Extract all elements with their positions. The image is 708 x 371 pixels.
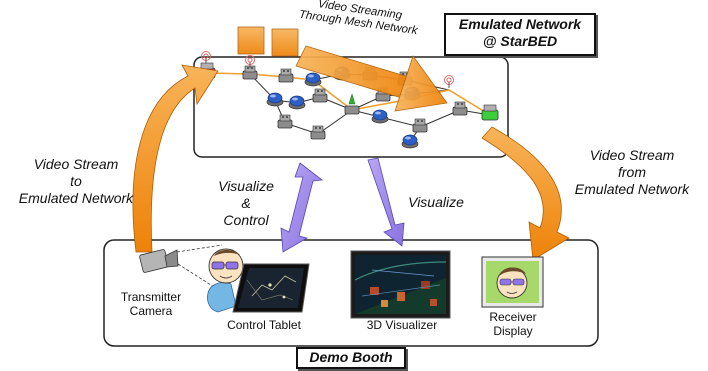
receiver-label: Receiver Display [476,310,550,338]
transmitter-label: Transmitter Camera [111,290,191,318]
network-title-line2: @ StarBED [482,33,558,49]
visualize-control-label: Visualize & Control [206,178,286,229]
video-from-line3: Emulated Network [574,181,690,197]
video-to-line3: Emulated Network [18,190,134,206]
video-to-line1: Video Stream [33,156,119,172]
streaming-arrow [237,26,448,112]
visualize-control-line1: Visualize [218,178,274,194]
visualize-control-arrow [280,162,324,253]
network-title-line1: Emulated Network [458,16,582,32]
video-from-line1: Video Stream [589,147,675,163]
visualize-control-line2: & [241,195,251,211]
video-to-network-arrow [132,64,219,253]
receiver-line1: Receiver [489,310,537,324]
transmitter-line2: Camera [129,304,173,318]
transmitter-line1: Transmitter [120,290,182,304]
person-icon [207,248,254,313]
visualize-control-line3: Control [223,212,269,228]
visualizer-label: 3D Visualizer [366,318,438,332]
camera-icon [139,244,223,293]
video-to-label: Video Stream to Emulated Network [4,156,148,207]
tablet-label: Control Tablet [227,318,301,332]
receiver-display-icon [481,256,544,308]
antenna-icon [201,51,454,88]
video-to-line2: to [70,173,82,189]
visualize-arrow [367,157,405,247]
receiver-line2: Display [493,324,533,338]
network-title: Emulated Network @ StarBED [444,13,596,56]
tablet-icon [232,263,310,313]
visualize-label: Visualize [408,194,464,210]
demo-booth-title: Demo Booth [296,347,406,369]
video-from-label: Video Stream from Emulated Network [560,147,704,198]
video-from-line2: from [618,164,646,180]
monitor-icon [350,250,451,319]
